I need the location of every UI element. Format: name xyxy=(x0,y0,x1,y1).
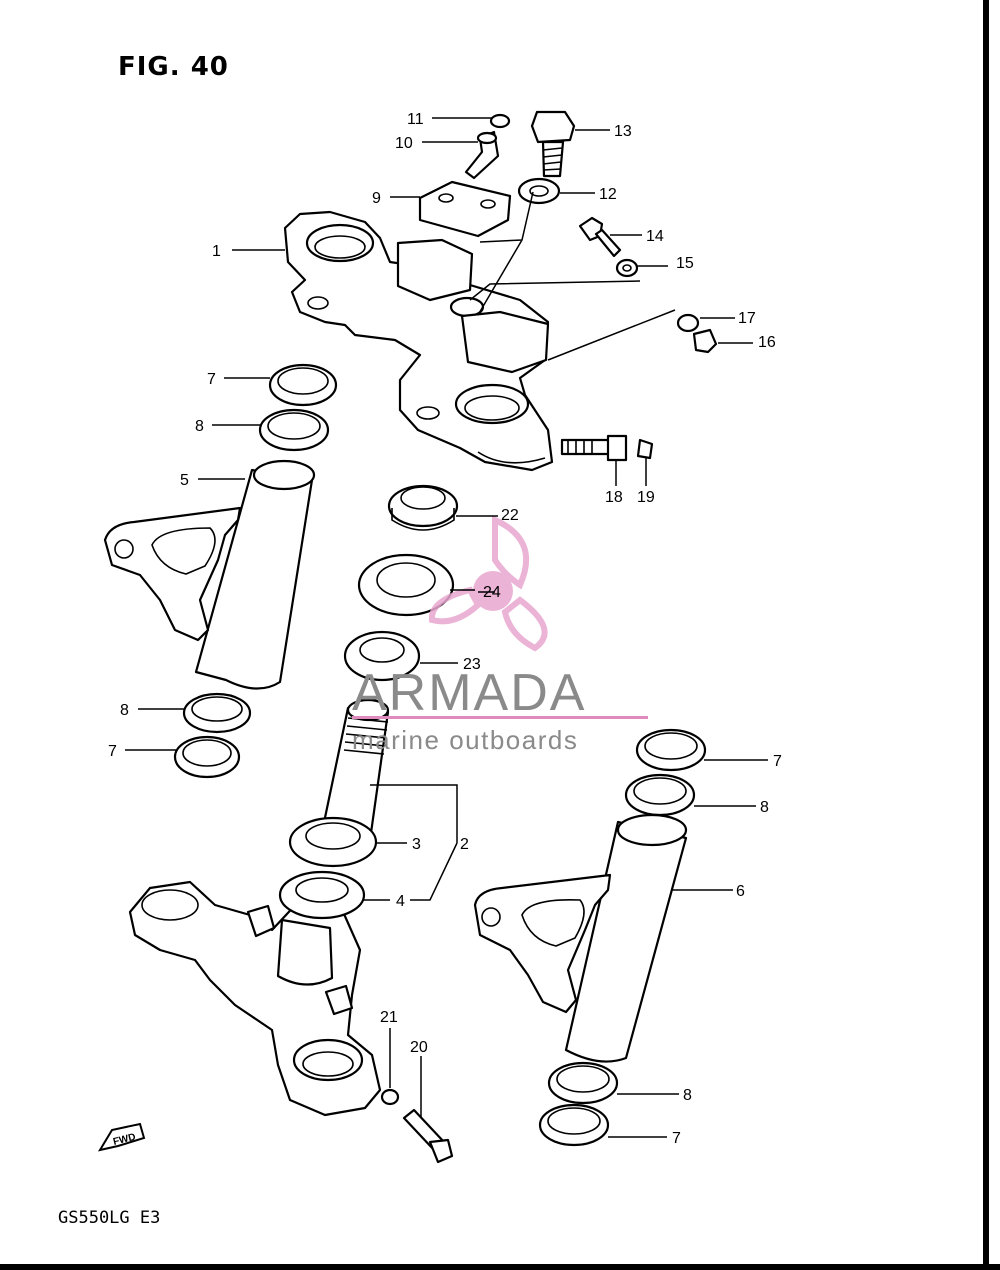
callout-7-left-bottom: 7 xyxy=(108,743,117,760)
seal-4 xyxy=(278,870,366,920)
model-code: GS550LG E3 xyxy=(58,1208,161,1228)
callout-1: 1 xyxy=(212,243,221,260)
callout-8-left-bottom: 8 xyxy=(120,702,129,719)
upper-bracket xyxy=(283,210,554,472)
page-edge-right xyxy=(983,0,989,1270)
leader-lines xyxy=(125,117,768,1138)
steering-nut-22 xyxy=(387,484,459,531)
fork-tube-left xyxy=(103,459,316,690)
washer-17 xyxy=(676,313,700,333)
callout-labels: 1 2 3 4 5 6 7 7 7 7 8 8 8 8 9 10 11 12 1… xyxy=(108,111,782,1147)
lower-bracket xyxy=(128,880,382,1117)
ring-8-right-top xyxy=(624,773,696,817)
callout-5: 5 xyxy=(180,472,189,489)
screw-11 xyxy=(489,113,511,129)
callout-8-left-top: 8 xyxy=(195,418,204,435)
bearing-23 xyxy=(343,630,421,682)
ring-8-right-bottom xyxy=(547,1061,619,1105)
bearing-3 xyxy=(288,816,378,868)
callout-7-right-bottom: 7 xyxy=(672,1130,681,1147)
callout-20: 20 xyxy=(410,1039,428,1056)
watermark-propeller-icon xyxy=(428,515,548,652)
callout-18: 18 xyxy=(605,489,623,506)
nut-16 xyxy=(692,328,718,354)
ring-7-right-bottom xyxy=(538,1103,610,1147)
callout-22: 22 xyxy=(501,507,519,524)
callout-17: 17 xyxy=(738,310,756,327)
callout-3: 3 xyxy=(412,836,421,853)
bolt-14 xyxy=(578,216,622,258)
steering-stem xyxy=(276,698,390,986)
washer-15 xyxy=(615,258,639,278)
ring-8-left-top xyxy=(258,408,330,452)
watermark-brand: ARMADA xyxy=(352,664,586,722)
callout-7-right-top: 7 xyxy=(773,753,782,770)
callout-16: 16 xyxy=(758,334,776,351)
ring-7-left-top xyxy=(268,363,338,407)
callout-7-left-top: 7 xyxy=(207,371,216,388)
callout-14: 14 xyxy=(646,228,664,245)
callout-11: 11 xyxy=(407,111,424,128)
bearing-24 xyxy=(357,553,455,617)
callout-9: 9 xyxy=(372,190,381,207)
fwd-label: FWD xyxy=(112,1132,137,1148)
bolt-10 xyxy=(464,130,500,180)
callout-19: 19 xyxy=(637,489,655,506)
ring-7-right-top xyxy=(635,728,707,772)
washer-21 xyxy=(380,1088,400,1106)
callout-6: 6 xyxy=(736,883,745,900)
callout-2: 2 xyxy=(460,836,469,853)
clip-19 xyxy=(636,438,654,460)
callout-13: 13 xyxy=(614,123,632,140)
fork-tube-right xyxy=(473,813,688,1063)
callout-21: 21 xyxy=(380,1009,398,1026)
bolt-20 xyxy=(402,1108,454,1164)
page-edge-bottom xyxy=(0,1264,1000,1270)
bolt-13 xyxy=(530,110,576,178)
bolt-18 xyxy=(560,434,628,462)
watermark: ARMADA marine outboards xyxy=(352,664,648,755)
callout-24: 24 xyxy=(483,584,501,601)
callout-10: 10 xyxy=(395,135,413,152)
ring-8-left-bottom xyxy=(182,692,252,734)
watermark-rule xyxy=(352,716,648,719)
watermark-tagline: marine outboards xyxy=(352,725,578,755)
callout-12: 12 xyxy=(599,186,617,203)
fwd-arrow-icon: FWD xyxy=(97,1122,146,1152)
callout-23: 23 xyxy=(463,656,481,673)
callout-15: 15 xyxy=(676,255,694,272)
washer-12 xyxy=(517,177,561,205)
callout-8-right-top: 8 xyxy=(760,799,769,816)
handlebar-clamp xyxy=(418,180,512,238)
figure-title: FIG. 40 xyxy=(118,52,229,82)
callout-4: 4 xyxy=(396,893,405,910)
callout-8-right-bottom: 8 xyxy=(683,1087,692,1104)
ring-7-left-bottom xyxy=(173,735,241,779)
